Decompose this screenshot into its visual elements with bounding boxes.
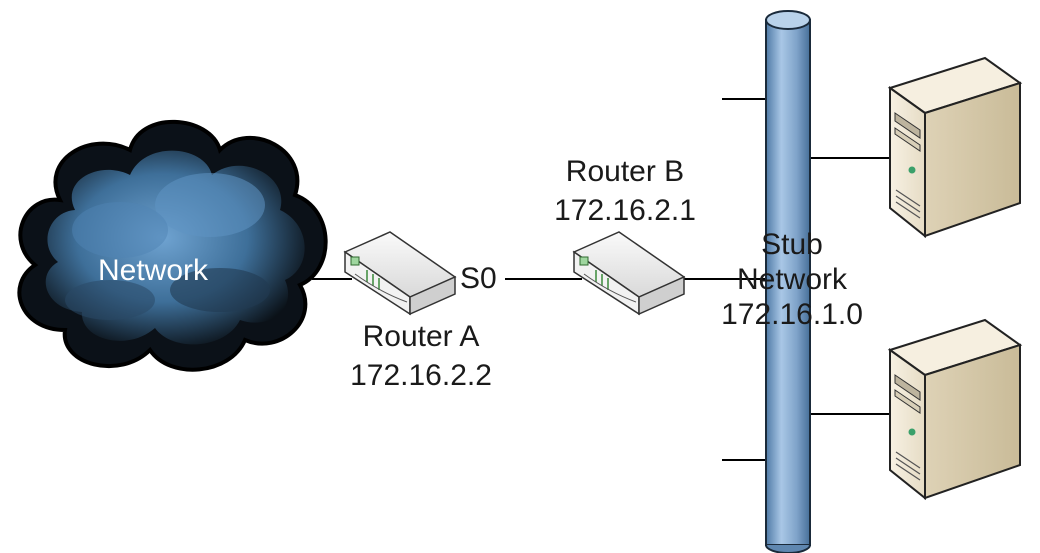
stub-network-label-line1: Stub	[761, 228, 823, 261]
stub-network-label-line2: Network	[736, 263, 848, 296]
router-a-ip: 172.16.2.2	[350, 359, 492, 392]
router-b-ip: 172.16.2.1	[554, 194, 696, 227]
router-a-name: Router A	[362, 320, 480, 353]
server-bottom-icon	[887, 318, 1023, 501]
cloud-label: Network	[98, 254, 209, 287]
stub-network-bus	[765, 10, 811, 553]
cloud-icon	[17, 119, 328, 372]
router-b-icon	[572, 231, 686, 316]
interface-s0-label: S0	[460, 262, 497, 295]
router-b-name: Router B	[565, 155, 685, 188]
server-top-icon	[887, 56, 1023, 239]
stub-network-ip: 172.16.1.0	[721, 298, 863, 331]
router-a-icon	[343, 231, 457, 316]
